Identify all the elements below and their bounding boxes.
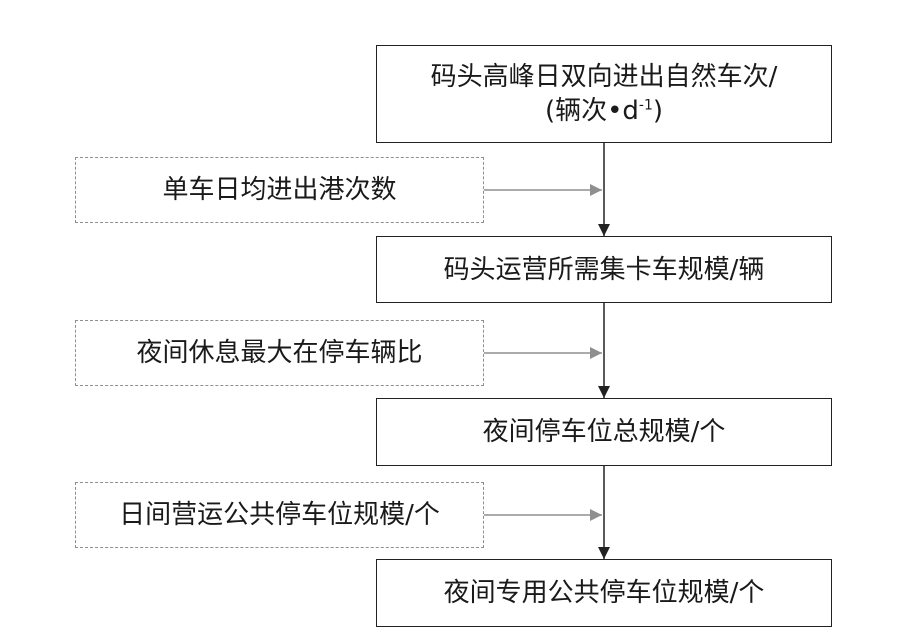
main-step-3-label: 夜间停车位总规模/个 xyxy=(482,417,726,447)
side-input-3-label: 日间营运公共停车位规模/个 xyxy=(119,500,440,530)
side-input-2-box: 夜间休息最大在停车辆比 xyxy=(75,320,484,386)
main-step-1-unit-exponent: -1 xyxy=(638,97,653,114)
main-step-1-unit-suffix: ) xyxy=(652,96,664,126)
main-step-2-label: 码头运营所需集卡车规模/辆 xyxy=(443,254,765,285)
main-step-4-box: 夜间专用公共停车位规模/个 xyxy=(376,559,832,627)
main-step-4-label: 夜间专用公共停车位规模/个 xyxy=(443,578,765,608)
main-step-1-unit-prefix: (辆次•d xyxy=(544,96,639,126)
main-step-3-box: 夜间停车位总规模/个 xyxy=(376,398,832,466)
side-input-3-box: 日间营运公共停车位规模/个 xyxy=(75,482,484,548)
main-step-1-line1: 码头高峰日双向进出自然车次/ xyxy=(430,62,778,92)
side-input-1-label: 单车日均进出港次数 xyxy=(162,175,397,205)
side-input-2-label: 夜间休息最大在停车辆比 xyxy=(136,338,423,368)
side-input-1-box: 单车日均进出港次数 xyxy=(75,157,484,223)
main-step-1-line2: (辆次•d-1) xyxy=(545,94,663,128)
main-step-2-box: 码头运营所需集卡车规模/辆 xyxy=(376,236,832,303)
main-step-1-box: 码头高峰日双向进出自然车次/ (辆次•d-1) xyxy=(376,45,832,143)
